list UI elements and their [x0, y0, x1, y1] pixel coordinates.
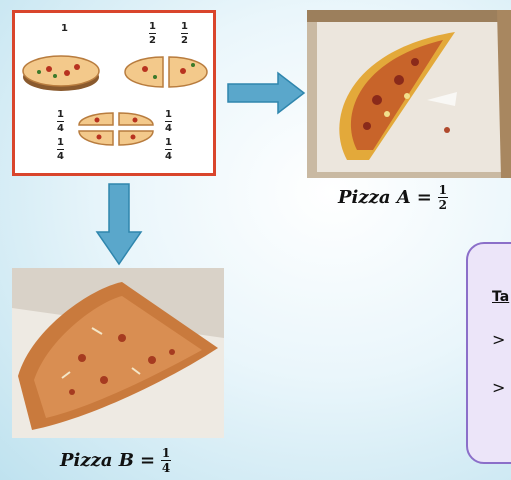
- arrow-right-icon: [227, 71, 306, 115]
- fraction-pizzas-illustration: [22, 55, 208, 146]
- pizza-a-photo: [307, 10, 511, 178]
- task-title: Ta: [492, 289, 510, 305]
- pizza-b-photo: [12, 268, 224, 438]
- arrow-down-icon: [95, 183, 143, 266]
- task-bullet-1: >: [492, 330, 506, 349]
- task-bullet-2: >: [492, 378, 506, 397]
- fraction-whole: 1: [61, 23, 68, 34]
- task-box: Ta > >: [466, 242, 511, 464]
